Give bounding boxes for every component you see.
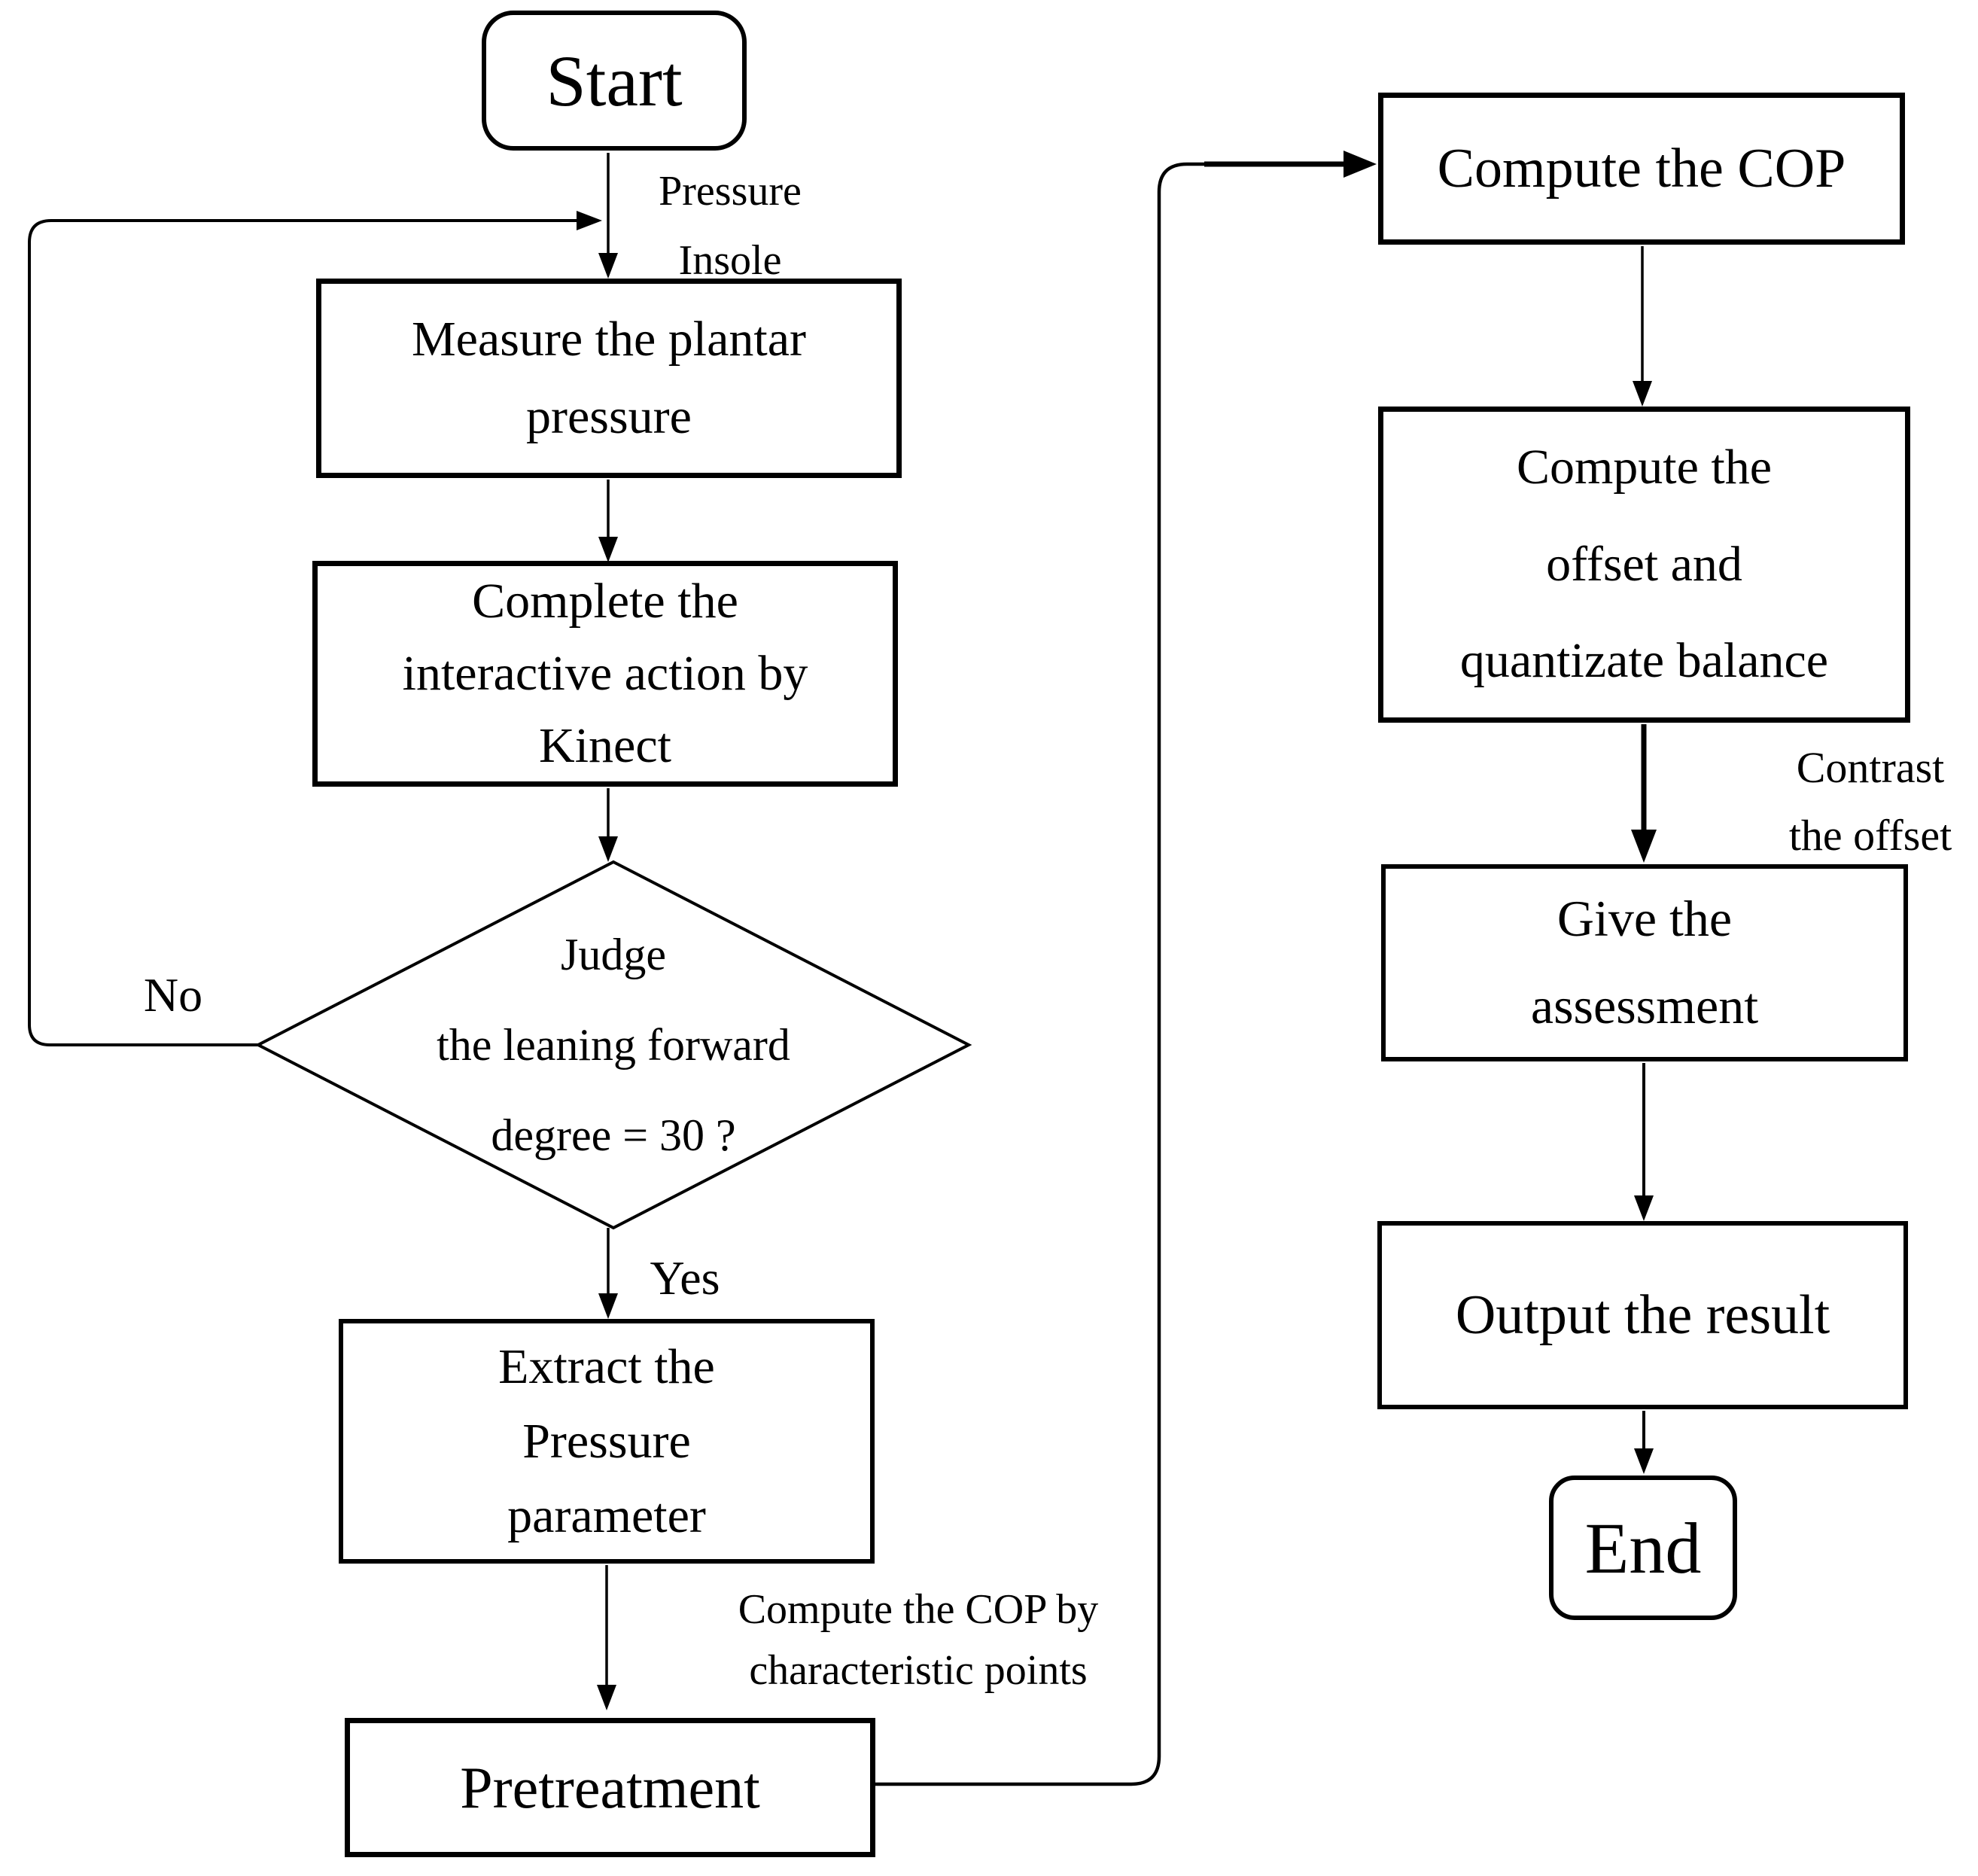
arrowhead-start-measure bbox=[598, 253, 618, 279]
edge-label-pressure-insole: Pressure Insole bbox=[659, 168, 802, 285]
node-end-label: End bbox=[1584, 1507, 1702, 1588]
node-measure-plantar-pressure: Measure the plantar pressure bbox=[316, 279, 902, 478]
node-start-label: Start bbox=[546, 40, 683, 121]
edge-label-no: No bbox=[143, 968, 203, 1022]
node-complete-interactive-action: Complete the interactive action by Kinec… bbox=[312, 561, 898, 787]
node-end: End bbox=[1549, 1476, 1737, 1620]
edge-label-contrast-offset: Contrast the offset bbox=[1788, 743, 1952, 860]
node-give-assessment-label: Give the assessment bbox=[1530, 890, 1759, 1034]
node-start: Start bbox=[482, 11, 747, 151]
edge-label-yes: Yes bbox=[650, 1251, 720, 1305]
arrowhead-pretreatment-computecop bbox=[1344, 151, 1377, 178]
edge-pretreatment-computecop bbox=[875, 162, 1347, 1786]
node-compute-offset-quantizate: Compute the offset and quantizate balanc… bbox=[1378, 407, 1910, 723]
arrowhead-complete-judge bbox=[598, 836, 618, 862]
node-compute-offset-label: Compute the offset and quantizate balanc… bbox=[1459, 439, 1829, 689]
arrowhead-measure-complete bbox=[598, 537, 618, 562]
arrowhead-no-loop bbox=[577, 211, 602, 230]
arrowhead-offset-give bbox=[1631, 830, 1657, 863]
edge-label-compute-cop-by: Compute the COP by characteristic points bbox=[738, 1586, 1099, 1695]
node-extract-pressure-parameter: Extract the Pressure parameter bbox=[339, 1319, 875, 1564]
node-measure-label: Measure the plantar pressure bbox=[411, 312, 807, 444]
node-give-assessment: Give the assessment bbox=[1381, 864, 1908, 1061]
node-judge-decision: Judge the leaning forward degree = 30 ? bbox=[437, 930, 790, 1160]
arrowhead-judge-extract bbox=[598, 1293, 618, 1319]
edge-no-loop bbox=[28, 219, 578, 1046]
node-compute-cop-label: Compute the COP bbox=[1437, 137, 1846, 199]
node-output-result: Output the result bbox=[1377, 1221, 1908, 1409]
arrowhead-computecop-offset bbox=[1633, 381, 1652, 407]
arrowhead-give-output bbox=[1634, 1195, 1654, 1221]
node-extract-label: Extract the Pressure parameter bbox=[498, 1339, 715, 1543]
node-pretreatment: Pretreatment bbox=[345, 1718, 875, 1857]
arrowhead-extract-pretreatment bbox=[597, 1685, 616, 1710]
node-pretreatment-label: Pretreatment bbox=[460, 1754, 760, 1820]
node-compute-cop: Compute the COP bbox=[1378, 93, 1905, 245]
arrowhead-output-end bbox=[1634, 1448, 1654, 1474]
node-complete-label: Complete the interactive action by Kinec… bbox=[402, 574, 808, 773]
node-output-result-label: Output the result bbox=[1455, 1284, 1830, 1346]
judge-diamond-shape bbox=[254, 860, 972, 1230]
